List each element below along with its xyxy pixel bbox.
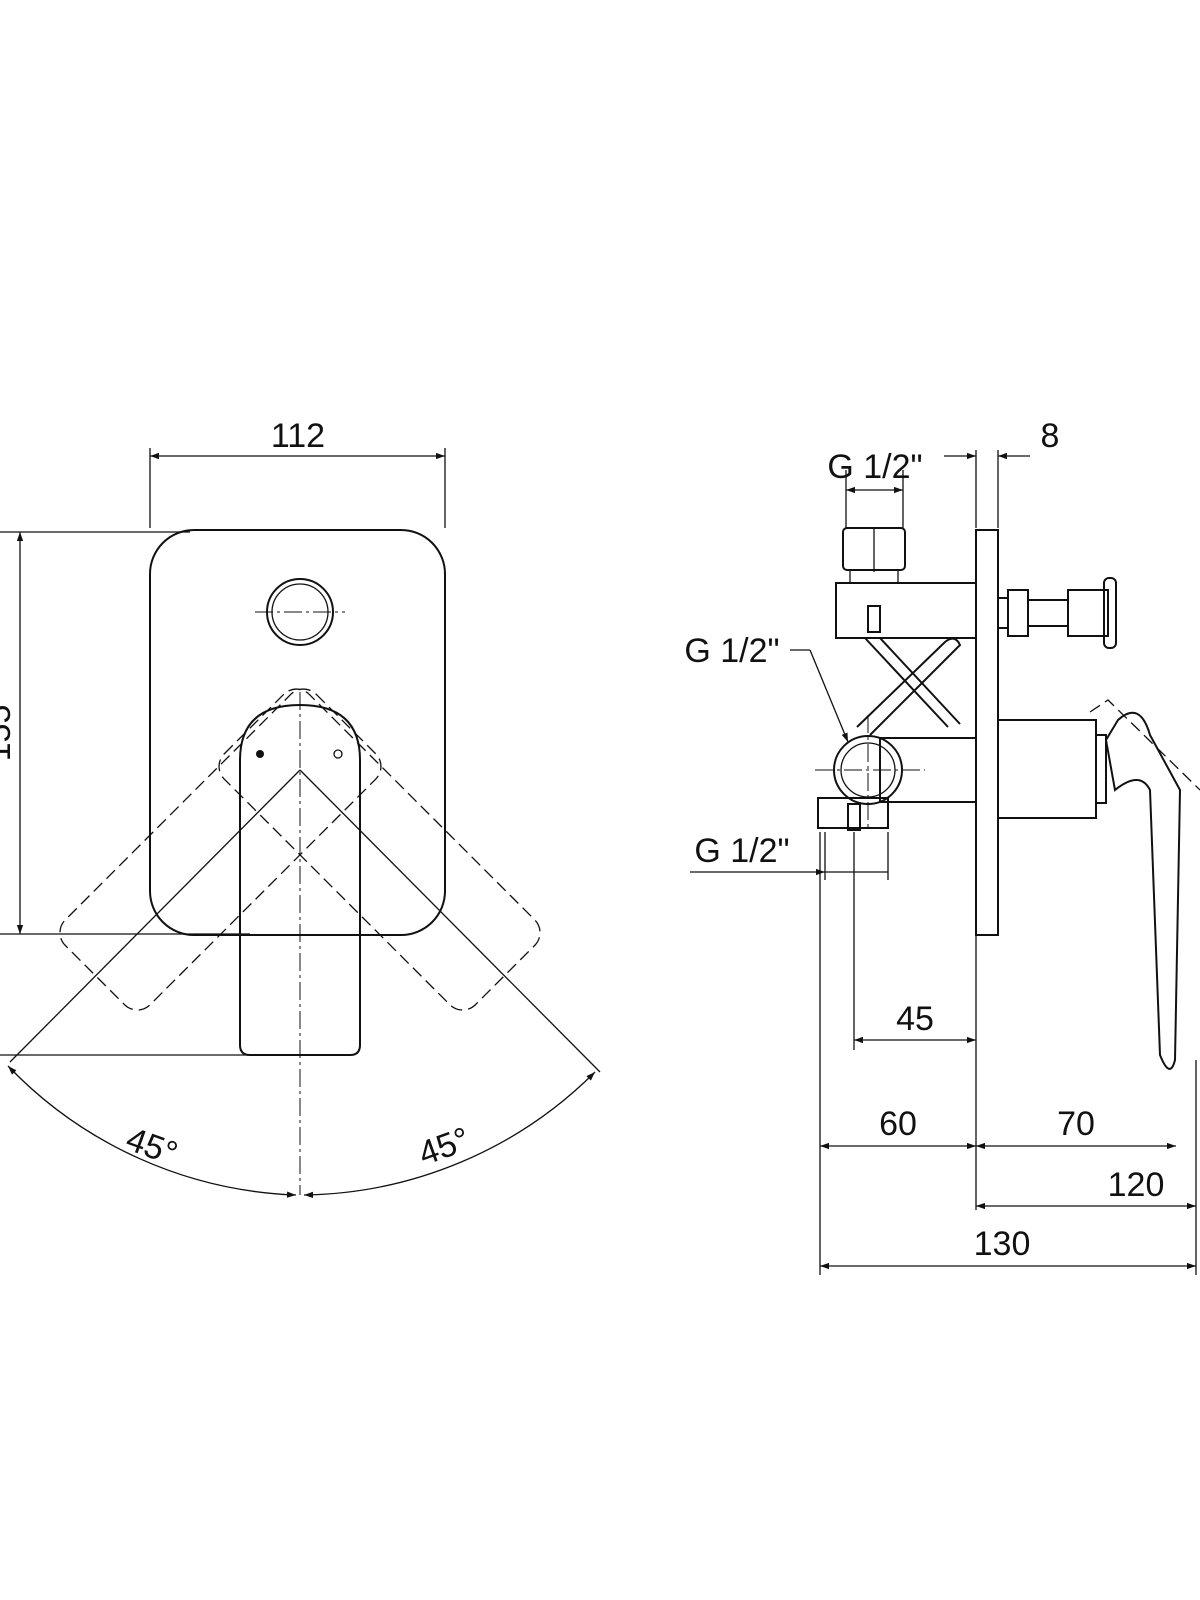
dim-130-label: 130 — [974, 1225, 1031, 1263]
front-view: 112 155 45° 45° — [0, 417, 601, 1199]
cold-indicator-dot — [333, 749, 343, 759]
dim-width-label: 112 — [271, 417, 325, 455]
valve-body — [997, 719, 1097, 819]
side-view: G 1/2" 8 G 1/2" G 1/2" 45 60 70 120 — [684, 417, 1200, 1275]
upper-outlet-body — [835, 582, 977, 639]
thread-mid-label: G 1/2" — [684, 632, 779, 670]
dim-70-label: 70 — [1057, 1105, 1095, 1143]
wall-plate — [975, 529, 999, 936]
side-lever — [1104, 711, 1182, 1070]
cover-plate — [149, 529, 446, 936]
hot-indicator-dot — [256, 750, 264, 758]
angle-left-label: 45° — [121, 1120, 182, 1173]
thread-top-label: G 1/2" — [827, 448, 922, 486]
dim-height-label: 155 — [0, 705, 18, 762]
plate-thickness-label: 8 — [1041, 417, 1060, 455]
handle-ghost-right — [59, 688, 382, 1011]
handle-ghost-left — [218, 688, 541, 1011]
dim-120-label: 120 — [1108, 1166, 1165, 1204]
angle-right-label: 45° — [414, 1120, 475, 1173]
thread-bottom-label: G 1/2" — [694, 832, 789, 870]
dim-45-label: 45 — [896, 1000, 934, 1038]
dim-60-label: 60 — [879, 1105, 917, 1143]
